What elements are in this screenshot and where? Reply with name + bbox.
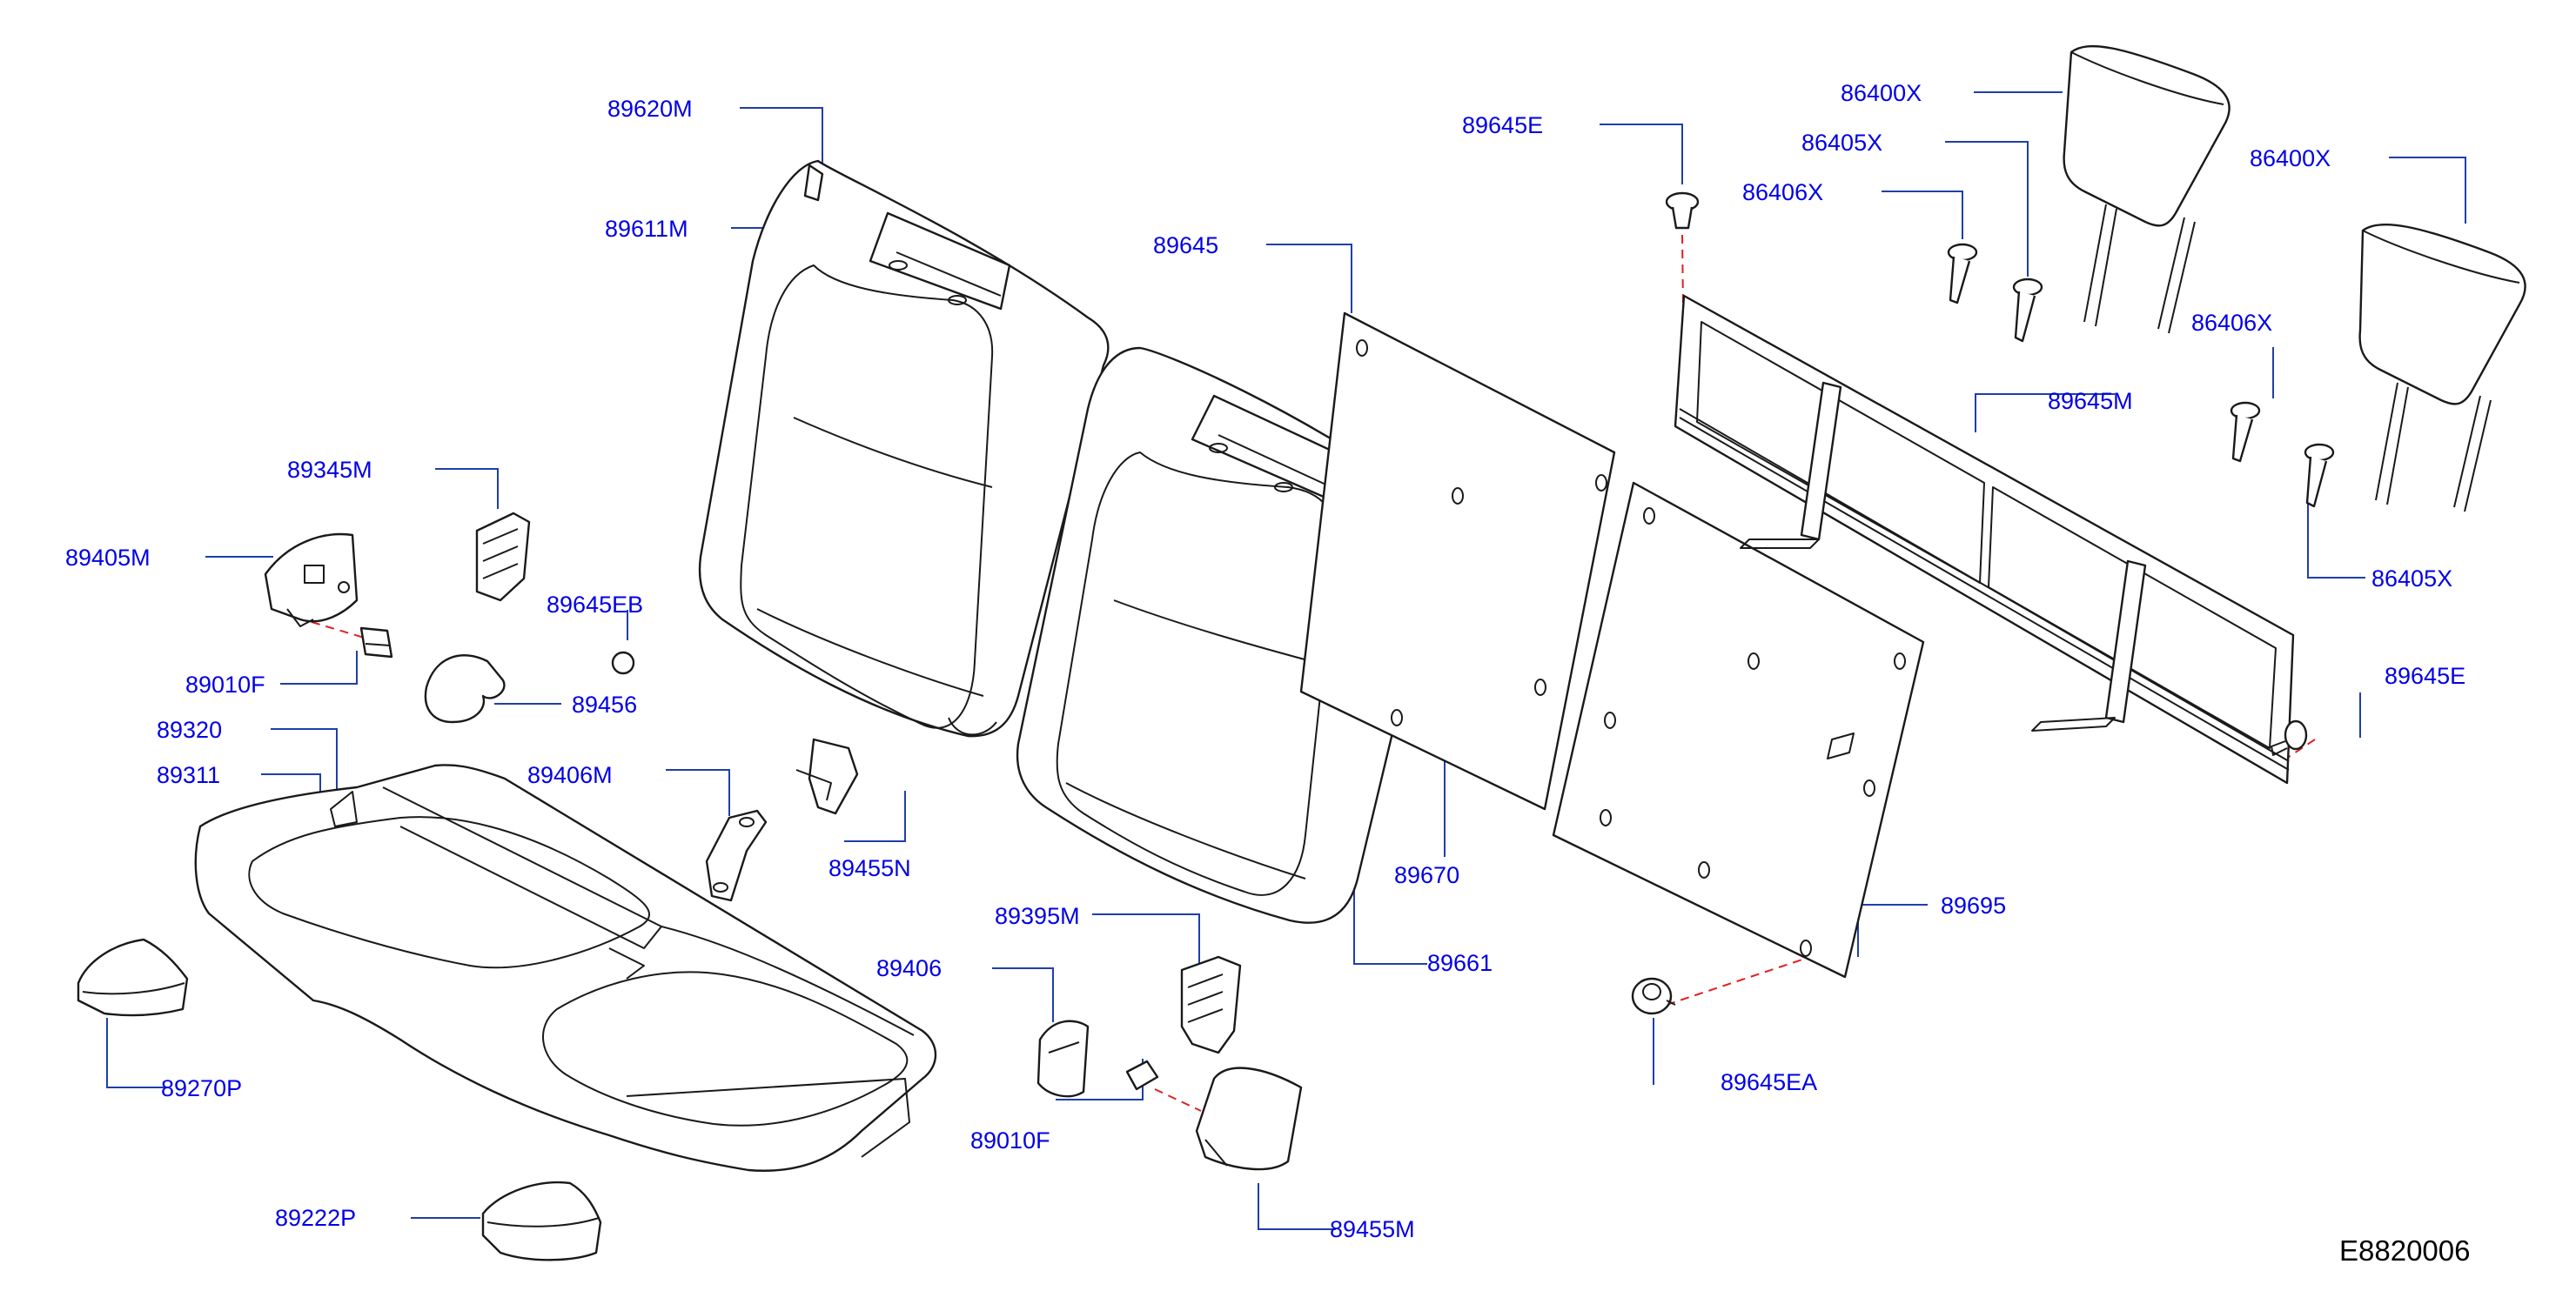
label-89645E-right[interactable]: 89645E: [2385, 663, 2466, 689]
label-89270P[interactable]: 89270P: [161, 1075, 243, 1101]
label-89406[interactable]: 89406: [876, 955, 943, 981]
cover-89455M: [1195, 1067, 1303, 1171]
label-89320[interactable]: 89320: [157, 717, 223, 743]
latch-89345M: [475, 512, 531, 602]
ring-89645EB: [611, 651, 635, 675]
label-89611M[interactable]: 89611M: [605, 216, 688, 242]
headrest-right: [2358, 223, 2526, 512]
clip-89645EA: [1631, 977, 1676, 1015]
label-89311[interactable]: 89311: [157, 762, 221, 788]
label-86405X-top[interactable]: 86405X: [1801, 130, 1883, 156]
label-89661[interactable]: 89661: [1427, 950, 1493, 976]
bracket-89010F-left: [359, 626, 393, 659]
back-frame-89645M: [1674, 294, 2295, 785]
label-89645EB[interactable]: 89645EB: [547, 592, 644, 618]
bracket-89406M: [705, 809, 768, 902]
back-board-89645: [1299, 311, 1616, 811]
seatback-left: [698, 159, 1110, 738]
clip-89645E-right: [2271, 719, 2308, 756]
back-board-89695: [1552, 481, 1925, 979]
hinge-cover-89405M: [264, 532, 359, 627]
label-86400X-right[interactable]: 86400X: [2250, 145, 2331, 171]
label-89010F-bottom[interactable]: 89010F: [970, 1127, 1050, 1154]
label-89645E-top[interactable]: 89645E: [1462, 112, 1544, 138]
label-89395M[interactable]: 89395M: [995, 903, 1080, 929]
clip-89645E-top: [1665, 191, 1700, 230]
label-89405M[interactable]: 89405M: [65, 545, 151, 571]
label-89455N[interactable]: 89455N: [828, 855, 911, 881]
seat-cushion: [194, 764, 937, 1172]
label-89456[interactable]: 89456: [572, 692, 638, 718]
headrest-guides: [1947, 243, 2335, 508]
pad-89270P: [77, 938, 189, 1017]
label-89645[interactable]: 89645: [1153, 232, 1219, 258]
cap-89456: [424, 654, 506, 724]
headrest-top: [2063, 44, 2231, 334]
hook-89455N: [795, 738, 859, 815]
label-89645M[interactable]: 89645M: [2048, 388, 2133, 414]
cover-89406: [1036, 1020, 1090, 1098]
label-89406M[interactable]: 89406M: [527, 762, 613, 788]
label-89345M[interactable]: 89345M: [287, 457, 372, 483]
label-86406X-top[interactable]: 86406X: [1742, 179, 1824, 205]
label-89455M[interactable]: 89455M: [1330, 1216, 1415, 1242]
label-89670[interactable]: 89670: [1394, 862, 1460, 888]
label-86405X-right[interactable]: 86405X: [2371, 565, 2453, 592]
label-89010F-left[interactable]: 89010F: [185, 672, 265, 698]
label-86400X-top[interactable]: 86400X: [1841, 80, 1922, 106]
label-89222P[interactable]: 89222P: [275, 1205, 357, 1231]
bracket-89010F-bottom: [1125, 1060, 1159, 1091]
pad-89222P: [481, 1181, 602, 1261]
label-89695[interactable]: 89695: [1941, 893, 2007, 919]
latch-89395M: [1180, 955, 1242, 1054]
diagram-id: E8820006: [2339, 1234, 2471, 1267]
label-89645EA[interactable]: 89645EA: [1721, 1069, 1818, 1095]
label-89620M[interactable]: 89620M: [607, 96, 693, 122]
label-86406X-right[interactable]: 86406X: [2191, 310, 2273, 336]
